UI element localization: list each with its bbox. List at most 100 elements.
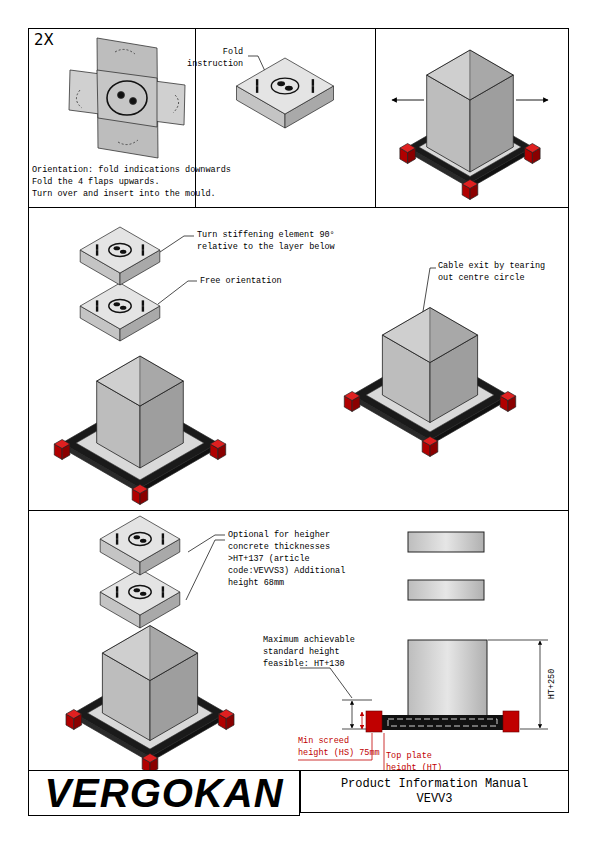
logo-circle <box>134 588 140 592</box>
kerb-box <box>382 308 477 363</box>
section-view <box>366 711 382 732</box>
red-foot <box>400 144 416 153</box>
logo-circle <box>109 243 131 256</box>
fold-marking <box>312 79 314 86</box>
stiffening-element <box>80 283 160 341</box>
logo-circle <box>129 585 151 598</box>
title-text: VEVV3 <box>416 792 452 807</box>
logo-circle <box>120 306 126 310</box>
optional-element <box>408 580 484 600</box>
kerb-box-inside <box>102 686 197 741</box>
kerb-box-inside <box>382 308 430 396</box>
kerb-box-inside <box>150 626 198 714</box>
fold-marking <box>162 586 164 592</box>
fold-marking <box>162 533 164 539</box>
kerb-box-inside <box>427 50 514 172</box>
logo-circle <box>109 299 131 312</box>
page-frame <box>375 28 376 207</box>
logo-cell: VERGOKAN <box>28 770 300 816</box>
dimension-text: Min screed height (HS) 75mm <box>298 735 380 759</box>
callout-text: Cable exit by tearing out centre circle <box>438 260 550 284</box>
red-foot <box>462 180 478 189</box>
red-foot <box>218 710 234 730</box>
red-foot <box>66 710 82 730</box>
kerb-box <box>382 308 477 423</box>
callout-text: Turn stiffening element 90° relative to … <box>197 229 340 253</box>
logo-circle <box>114 246 120 250</box>
instruction-text: Orientation: fold indications downwards <box>32 164 231 176</box>
red-foot <box>422 437 438 457</box>
leader-line <box>158 281 197 304</box>
section-view <box>362 712 363 729</box>
kerb-box-inside <box>382 368 477 423</box>
section-view <box>372 715 513 730</box>
leader-line <box>160 236 194 252</box>
leader-line <box>188 535 225 552</box>
flat-blank <box>118 140 138 145</box>
flat-blank <box>118 92 125 99</box>
fold-marking <box>312 86 314 93</box>
red-foot <box>218 710 234 719</box>
fold-marking <box>116 592 118 598</box>
red-foot <box>210 440 226 449</box>
stiffening-element <box>100 569 180 628</box>
logo-circle <box>277 81 285 86</box>
stiffening-element <box>80 283 160 329</box>
fold-marking <box>116 539 118 545</box>
section-view <box>352 701 353 728</box>
section-view <box>520 729 548 730</box>
expand-arrow <box>392 100 424 101</box>
logo-circle <box>140 592 146 596</box>
kerb-box-inside <box>382 308 477 423</box>
red-foot <box>400 144 416 164</box>
section-view <box>298 760 372 761</box>
optional-element <box>408 532 484 552</box>
fold-marking <box>116 533 118 539</box>
fold-marking <box>256 86 258 93</box>
section-view <box>540 641 541 728</box>
callout-text: Maximum achievable standard height feasi… <box>263 634 360 670</box>
logo-circle <box>129 532 151 545</box>
fold-marking <box>142 306 144 312</box>
section-view <box>298 712 448 776</box>
red-foot <box>54 440 70 449</box>
kerb-box <box>427 50 514 172</box>
fold-marking <box>96 244 98 250</box>
title-cell: Product Information ManualVEVV3 <box>300 770 569 813</box>
page-frame <box>28 207 568 208</box>
flat-blank <box>107 81 147 115</box>
flat-blank <box>97 70 157 127</box>
logo-circle <box>114 302 120 306</box>
fold-marking <box>96 306 98 312</box>
section-view <box>503 711 519 732</box>
fold-marking <box>142 300 144 306</box>
kerb-box-inside <box>427 122 514 172</box>
kerb-box-inside <box>97 418 184 468</box>
kerb-box-inside <box>97 356 184 468</box>
red-foot <box>54 440 70 460</box>
flat-blank <box>115 49 135 54</box>
red-foot <box>462 180 478 200</box>
flat-blank <box>130 98 137 105</box>
page-frame <box>28 510 568 511</box>
red-foot <box>525 144 541 153</box>
stiffening-element <box>80 227 160 285</box>
fold-marking <box>96 300 98 306</box>
red-foot <box>500 392 516 401</box>
optional-element <box>408 532 484 600</box>
kerb-box-inside <box>102 626 197 741</box>
stiffening-element <box>80 227 160 273</box>
callout-text: Fold instruction <box>182 46 243 70</box>
flat-blank <box>97 38 158 158</box>
red-foot <box>210 440 226 460</box>
kerb-box <box>97 356 184 406</box>
kerb-box-inside <box>427 50 470 147</box>
page-frame <box>29 29 569 813</box>
title-text: Product Information Manual <box>341 777 528 792</box>
fold-marking <box>142 250 144 256</box>
section-view <box>488 640 548 641</box>
fold-marking <box>142 244 144 250</box>
red-foot <box>142 754 158 763</box>
flat-blank <box>69 38 185 158</box>
